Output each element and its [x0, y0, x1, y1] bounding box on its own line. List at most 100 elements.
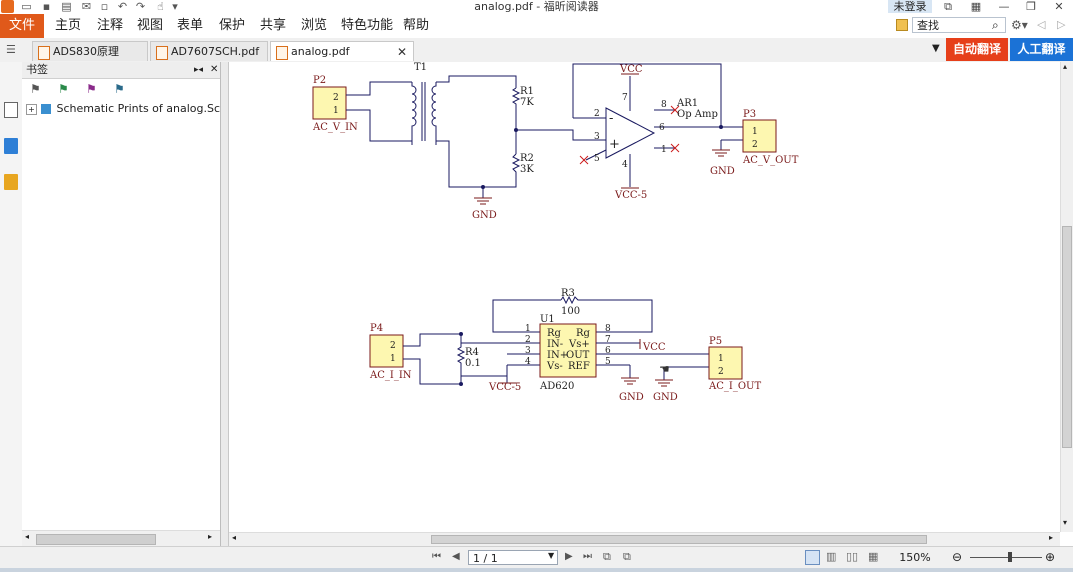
- scroll-right-icon[interactable]: ▸: [1049, 533, 1054, 542]
- bookmark-horizontal-scrollbar[interactable]: ◂ ▸: [22, 530, 220, 547]
- menu-form[interactable]: 表单: [176, 18, 203, 33]
- tab-close-icon[interactable]: ✕: [396, 45, 407, 59]
- menu-help[interactable]: 帮助: [402, 18, 429, 33]
- previous-view-icon[interactable]: ⧉: [603, 550, 611, 563]
- zoom-in-icon[interactable]: ⊕: [1045, 550, 1056, 564]
- page-number-input[interactable]: 1 / 1: [468, 550, 558, 565]
- customize-dropdown-icon[interactable]: ▾: [172, 0, 178, 13]
- previous-page-icon[interactable]: ◀: [452, 551, 460, 562]
- scroll-thumb[interactable]: [36, 534, 156, 545]
- ar1-pin: 2: [594, 109, 600, 119]
- bookmark-item[interactable]: + Schematic Prints of analog.SchDoc("S: [26, 101, 220, 117]
- first-page-icon[interactable]: ⏮: [432, 551, 441, 562]
- scroll-left-icon[interactable]: ◂: [232, 533, 237, 542]
- u1-ref: U1: [540, 314, 555, 325]
- expand-toggle-icon[interactable]: +: [26, 103, 37, 115]
- auto-translate-button[interactable]: 自动翻译: [946, 38, 1008, 61]
- bookmark-properties-icon[interactable]: ⚑: [114, 82, 125, 96]
- scroll-left-icon[interactable]: ◂: [25, 532, 30, 541]
- maximize-icon[interactable]: ❐: [1026, 0, 1036, 13]
- nav-forward-icon[interactable]: ▷: [1057, 18, 1066, 31]
- bookmark-add-icon[interactable]: ⚑: [58, 82, 69, 96]
- facing-view-icon[interactable]: ▯▯: [846, 550, 859, 563]
- menu-home[interactable]: 主页: [54, 18, 81, 33]
- page-dropdown-icon[interactable]: ▼: [548, 551, 555, 560]
- print-icon[interactable]: ▤: [61, 0, 72, 13]
- taskbar-edge: [0, 568, 1073, 572]
- panel-close-icon[interactable]: ✕: [210, 64, 219, 75]
- horizontal-scroll-thumb[interactable]: [431, 535, 927, 544]
- continuous-view-icon[interactable]: ▥: [826, 550, 837, 563]
- zoom-out-icon[interactable]: ⊖: [952, 550, 963, 564]
- vertical-scrollbar[interactable]: ▴ ▾: [1060, 62, 1073, 532]
- new-icon[interactable]: ▫: [100, 0, 109, 13]
- tab-analog[interactable]: analog.pdf ✕: [270, 41, 414, 61]
- navigation-rail: [0, 62, 23, 548]
- pdf-file-icon: [38, 46, 50, 60]
- menu-file[interactable]: 文件: [0, 14, 44, 38]
- bookmark-panel-icon[interactable]: [4, 102, 18, 118]
- p2-pin: 2: [333, 93, 339, 103]
- r4-value: 0.1: [465, 358, 481, 369]
- email-icon[interactable]: ✉: [81, 0, 92, 13]
- find-folder-icon[interactable]: [896, 19, 908, 31]
- panel-splitter[interactable]: [221, 62, 229, 548]
- gnd-net-label: GND: [653, 392, 678, 403]
- undo-icon[interactable]: ↶: [117, 0, 128, 13]
- p3-name: AC_V_OUT: [742, 155, 799, 166]
- comments-panel-icon[interactable]: [4, 174, 18, 190]
- scroll-right-icon[interactable]: ▸: [208, 532, 213, 541]
- u1-pin: 7: [605, 335, 611, 345]
- hand-tool-icon[interactable]: ☝: [157, 0, 164, 13]
- tab-ad7607sch[interactable]: AD7607SCH.pdf: [150, 41, 268, 61]
- close-window-icon[interactable]: ✕: [1054, 0, 1064, 13]
- scroll-up-icon[interactable]: ▴: [1063, 62, 1068, 71]
- search-icon[interactable]: ⌕: [992, 18, 999, 32]
- u1-pin: 3: [525, 346, 531, 356]
- u1-label: Vs+: [568, 339, 590, 350]
- p5-pin: 1: [718, 354, 724, 364]
- single-page-view-icon[interactable]: [805, 550, 820, 565]
- tab-list-dropdown-icon[interactable]: ▼: [932, 43, 940, 54]
- minimize-icon[interactable]: —: [998, 0, 1010, 13]
- hand-cursor-icon: ☚: [659, 362, 670, 376]
- redo-icon[interactable]: ↷: [135, 0, 146, 13]
- grid-icon[interactable]: ▦: [970, 0, 982, 13]
- scroll-down-icon[interactable]: ▾: [1063, 518, 1068, 527]
- login-button[interactable]: 未登录: [888, 0, 932, 13]
- zoom-level[interactable]: 150%: [899, 551, 931, 564]
- panel-pin-icon[interactable]: ▸◂: [194, 65, 204, 75]
- search-input[interactable]: 查找: [912, 17, 1006, 33]
- zoom-slider[interactable]: [970, 557, 1042, 558]
- next-page-icon[interactable]: ▶: [565, 551, 573, 562]
- last-page-icon[interactable]: ⏭: [583, 551, 592, 562]
- menu-comment[interactable]: 注释: [96, 18, 123, 33]
- menu-protect[interactable]: 保护: [218, 18, 245, 33]
- app-logo-icon: [1, 0, 14, 13]
- save-icon[interactable]: ▪: [42, 0, 51, 13]
- open-icon[interactable]: ▭: [21, 0, 32, 13]
- p3-pin: 1: [752, 127, 758, 137]
- settings-gear-icon[interactable]: ⚙▾: [1011, 18, 1028, 32]
- restore-layout-icon[interactable]: ⧉: [944, 0, 952, 13]
- menu-features[interactable]: 特色功能: [340, 18, 393, 33]
- pages-panel-icon[interactable]: [4, 138, 18, 154]
- zoom-slider-handle[interactable]: [1008, 552, 1012, 562]
- human-translate-button[interactable]: 人工翻译: [1010, 38, 1073, 61]
- continuous-facing-view-icon[interactable]: ▦: [868, 550, 879, 563]
- menu-share[interactable]: 共享: [259, 18, 286, 33]
- bookmark-delete-icon[interactable]: ⚑: [86, 82, 97, 96]
- tab-menu-icon[interactable]: ☰: [6, 43, 16, 56]
- vertical-scroll-thumb[interactable]: [1062, 226, 1072, 448]
- nav-back-icon[interactable]: ◁: [1037, 18, 1046, 31]
- menu-browse[interactable]: 浏览: [300, 18, 327, 33]
- horizontal-scrollbar[interactable]: ◂ ▸: [229, 532, 1060, 547]
- menu-view[interactable]: 视图: [136, 18, 163, 33]
- document-view[interactable]: P2 2 1 AC_V_IN T1 R1 7K R2 3K GND VCC VC…: [229, 62, 1060, 532]
- next-view-icon[interactable]: ⧉: [623, 550, 631, 563]
- window-title: analog.pdf - 福昕阅读器: [474, 0, 599, 13]
- tab-ads830[interactable]: ADS830原理图.pdf: [32, 41, 148, 78]
- u1-label: Vs-: [546, 361, 563, 372]
- gnd-net-label: GND: [619, 392, 644, 403]
- bookmark-expand-icon[interactable]: ⚑: [30, 82, 41, 96]
